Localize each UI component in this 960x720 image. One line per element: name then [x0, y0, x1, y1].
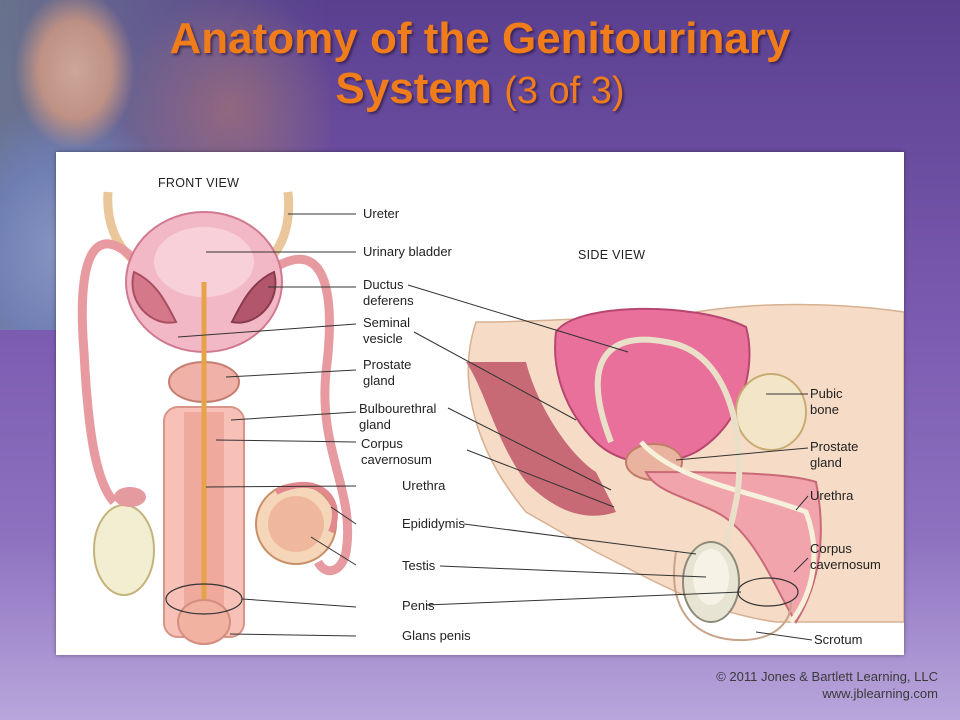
label-urinary-bladder: Urinary bladder	[363, 244, 452, 259]
side-view-title: SIDE VIEW	[578, 248, 646, 262]
front-view-illustration	[77, 191, 353, 645]
anatomy-drawing	[77, 191, 904, 645]
label-corpus-cavernosum-side: Corpus cavernosum	[810, 541, 881, 573]
publisher-url[interactable]: www.jblearning.com	[822, 686, 938, 701]
label-pubic-bone: Pubic bone	[810, 386, 843, 418]
label-seminal-vesicle-line1: Seminal	[363, 315, 410, 330]
slide-title: Anatomy of the Genitourinary System (3 o…	[0, 14, 960, 116]
label-prostate-side-line2: gland	[810, 455, 842, 470]
label-scrotum: Scrotum	[814, 632, 863, 647]
label-ductus-deferens-line2: deferens	[363, 293, 414, 308]
label-epididymis: Epididymis	[402, 516, 465, 531]
side-view-illustration	[466, 303, 904, 642]
label-ureter: Ureter	[363, 206, 400, 221]
label-urethra-side: Urethra	[810, 488, 854, 503]
side-leader-lines	[407, 284, 813, 641]
label-corpus-side-line1: Corpus	[810, 541, 852, 556]
front-leader-lines	[177, 213, 357, 637]
title-line-1: Anatomy of the Genitourinary	[169, 14, 791, 63]
title-suffix: (3 of 3)	[504, 70, 625, 112]
anatomy-figure: FRONT VIEW SIDE VIEW Ureter Urinary blad…	[56, 152, 904, 655]
label-prostate-gland-side: Prostate gland	[810, 439, 858, 471]
label-pubic-bone-line1: Pubic	[810, 386, 843, 401]
label-ductus-deferens: Ductus deferens	[363, 277, 414, 309]
label-bulbourethral-line2: gland	[359, 417, 391, 432]
label-pubic-bone-line2: bone	[810, 402, 839, 417]
label-seminal-vesicle: Seminal vesicle	[363, 315, 410, 347]
label-ductus-deferens-line1: Ductus	[363, 277, 404, 292]
label-corpus-front-line1: Corpus	[361, 436, 403, 451]
copyright-text: © 2011 Jones & Bartlett Learning, LLC	[716, 669, 938, 684]
label-bulbourethral-gland: Bulbourethral gland	[359, 401, 436, 433]
label-prostate-front-line1: Prostate	[363, 357, 412, 372]
label-corpus-front-line2: cavernosum	[361, 452, 432, 467]
label-prostate-side-line1: Prostate	[810, 439, 859, 454]
label-urethra-front: Urethra	[402, 478, 446, 493]
label-corpus-cavernosum-front: Corpus cavernosum	[361, 436, 432, 468]
label-penis: Penis	[402, 598, 435, 613]
title-line-2: System (3 of 3)	[0, 64, 960, 116]
label-bulbourethral-line1: Bulbourethral	[359, 401, 437, 416]
label-glans-penis: Glans penis	[402, 628, 471, 643]
front-view-title: FRONT VIEW	[158, 176, 240, 190]
label-prostate-front-line2: gland	[363, 373, 395, 388]
title-system: System	[335, 64, 492, 113]
copyright-block: © 2011 Jones & Bartlett Learning, LLC ww…	[716, 668, 938, 702]
label-prostate-gland-front: Prostate gland	[363, 357, 411, 389]
label-corpus-side-line2: cavernosum	[810, 557, 881, 572]
label-seminal-vesicle-line2: vesicle	[363, 331, 403, 346]
label-testis: Testis	[402, 558, 436, 573]
